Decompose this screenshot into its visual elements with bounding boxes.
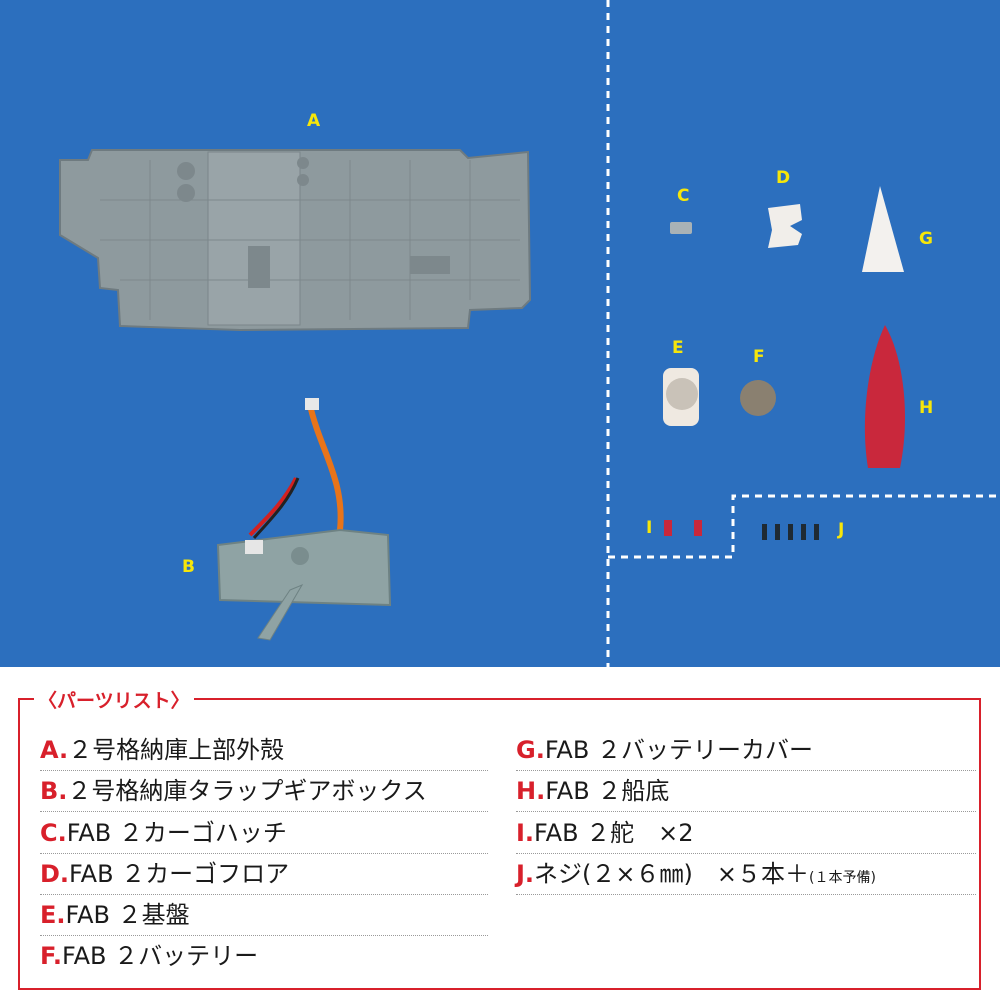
item-key: H. [516,777,546,805]
parts-list-item-c: C.FAB ２カーゴハッチ [40,813,488,854]
item-name: FAB ２船底 [545,777,670,805]
part-d-shape [768,204,802,248]
parts-list-item-h: H.FAB ２船底 [516,771,976,812]
label-c: C [677,186,690,206]
item-name: FAB ２カーゴフロア [69,860,290,888]
parts-list-item-j: J.ネジ(２×６㎜) ×５本＋(１本予備) [516,854,976,895]
item-name: FAB ２バッテリー [61,942,259,970]
parts-list-item-b: B.２号格納庫タラップギアボックス [40,771,488,812]
label-a: A [307,111,321,131]
part-a-shape [59,149,532,332]
item-key: F. [40,942,62,970]
item-name: ネジ(２×６㎜) ×５本＋ [534,860,809,888]
parts-list-box [18,698,981,990]
parts-list-title: 〈パーツリスト〉 [34,686,194,713]
item-key: I. [516,819,535,847]
item-name: ２号格納庫タラップギアボックス [67,777,427,805]
part-b-shape [216,398,392,641]
item-key: A. [40,736,69,764]
item-note: (１本予備) [809,870,876,886]
parts-list-item-i: I.FAB ２舵 ×2 [516,813,976,854]
part-j-shape [762,524,819,540]
item-key: D. [40,860,70,888]
part-e-shape [663,368,699,426]
item-name: ２号格納庫上部外殻 [68,736,285,764]
item-name: FAB ２舵 ×2 [534,819,694,847]
item-key: B. [40,777,68,805]
part-f-shape [740,380,776,416]
item-name: FAB ２基盤 [65,901,190,929]
item-key: J. [516,860,535,888]
label-b: B [182,557,195,577]
item-key: C. [40,819,67,847]
parts-list-item-e: E.FAB ２基盤 [40,895,488,936]
label-h: H [919,398,934,418]
part-i-shape [664,520,702,536]
parts-list-item-a: A.２号格納庫上部外殻 [40,730,488,771]
label-e: E [672,338,684,358]
item-name: FAB ２バッテリーカバー [544,736,813,764]
part-c-shape [670,222,692,234]
label-g: G [919,229,933,249]
parts-photo: A B C D E F G H I J [0,0,1000,667]
label-j: J [838,520,845,540]
item-key: E. [40,901,66,929]
item-name: FAB ２カーゴハッチ [66,819,287,847]
label-d: D [776,168,791,188]
item-key: G. [516,736,545,764]
parts-list-item-f: F.FAB ２バッテリー [40,936,488,976]
part-h-shape [864,325,905,468]
parts-list-item-g: G.FAB ２バッテリーカバー [516,730,976,771]
parts-photo-canvas [59,0,1000,667]
parts-list-item-d: D.FAB ２カーゴフロア [40,854,488,895]
label-i: I [646,518,653,538]
part-g-shape [862,186,904,272]
label-f: F [753,347,765,367]
